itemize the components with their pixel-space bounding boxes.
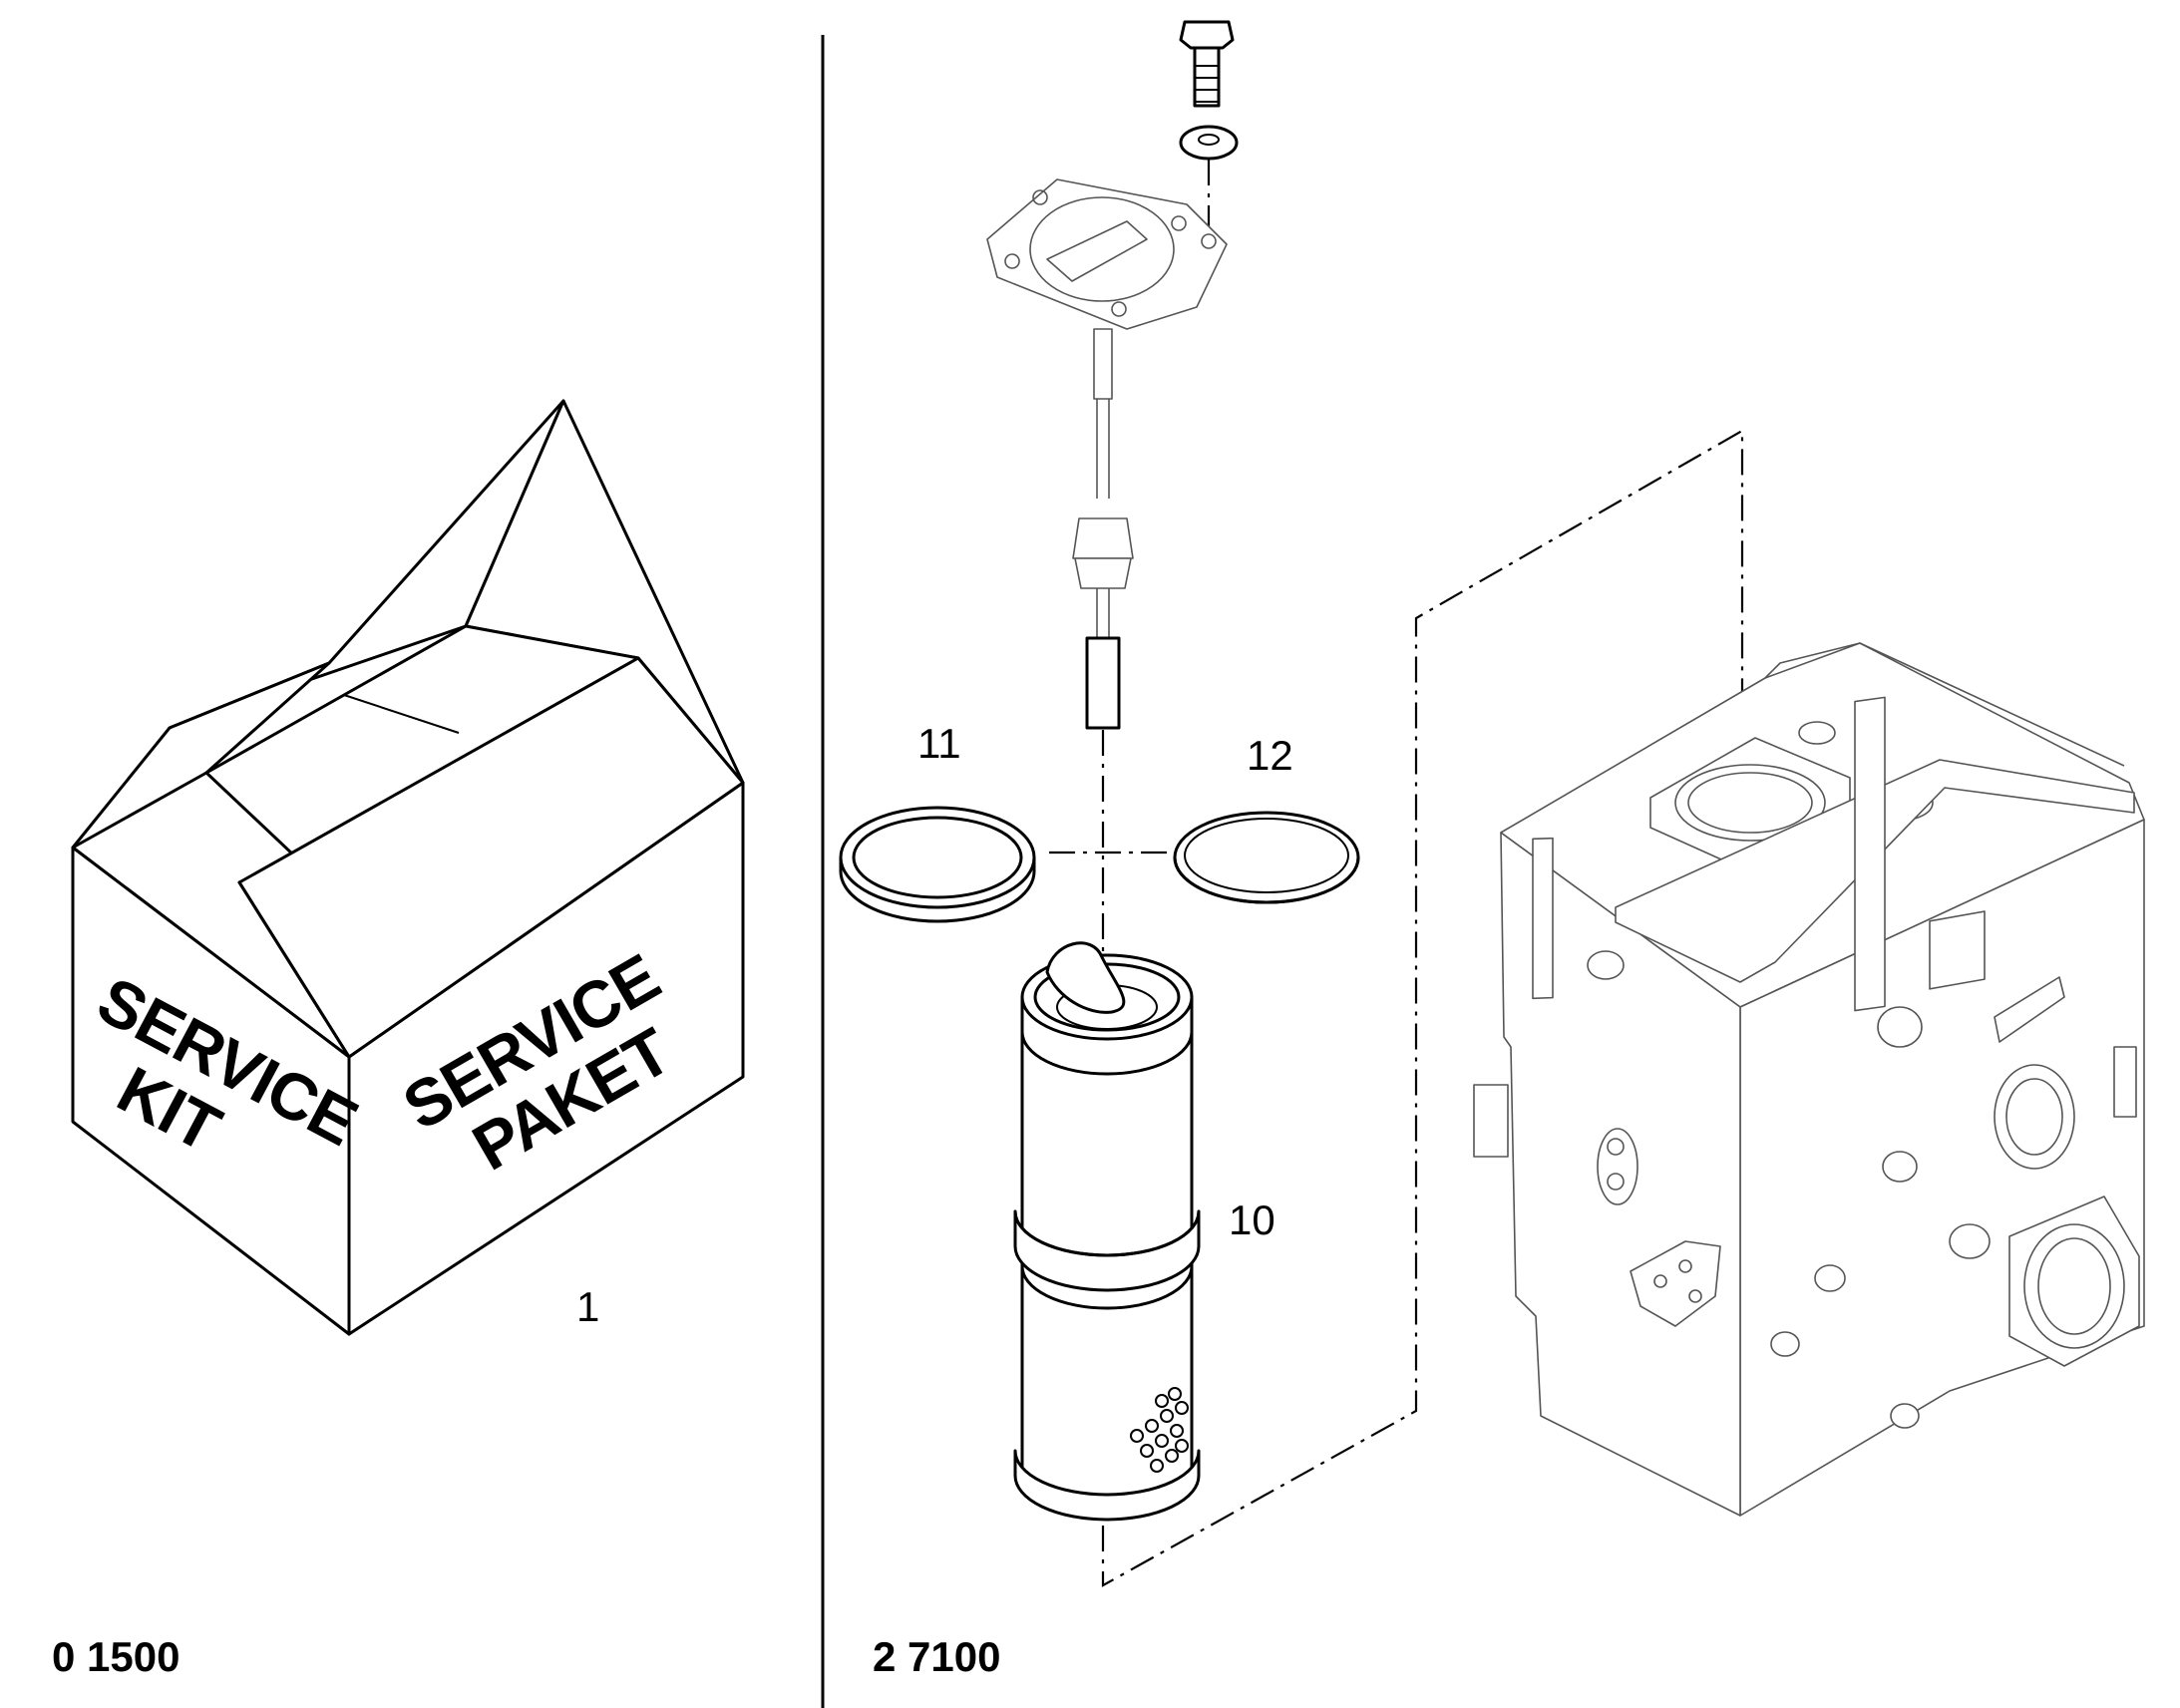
callout-1: 1 (576, 1283, 599, 1330)
seal-ring-icon-2 (1173, 811, 1360, 904)
filter-element-icon (1013, 941, 1201, 1522)
dipstick-cover-icon (986, 178, 1228, 730)
seal-ring-icon (839, 806, 1036, 923)
section-code-right: 2 7100 (873, 1633, 1000, 1680)
gearbox-housing-icon (1473, 642, 2145, 1517)
callout-12: 12 (1247, 732, 1293, 779)
washer-icon (1179, 125, 1239, 161)
section-code-left: 0 1500 (52, 1633, 180, 1680)
callout-11: 11 (917, 720, 961, 767)
service-kit-box-icon: SERVICE KIT SERVICE PAKET (71, 399, 745, 1336)
bolt-icon (1179, 20, 1235, 108)
callout-10: 10 (1229, 1196, 1275, 1243)
